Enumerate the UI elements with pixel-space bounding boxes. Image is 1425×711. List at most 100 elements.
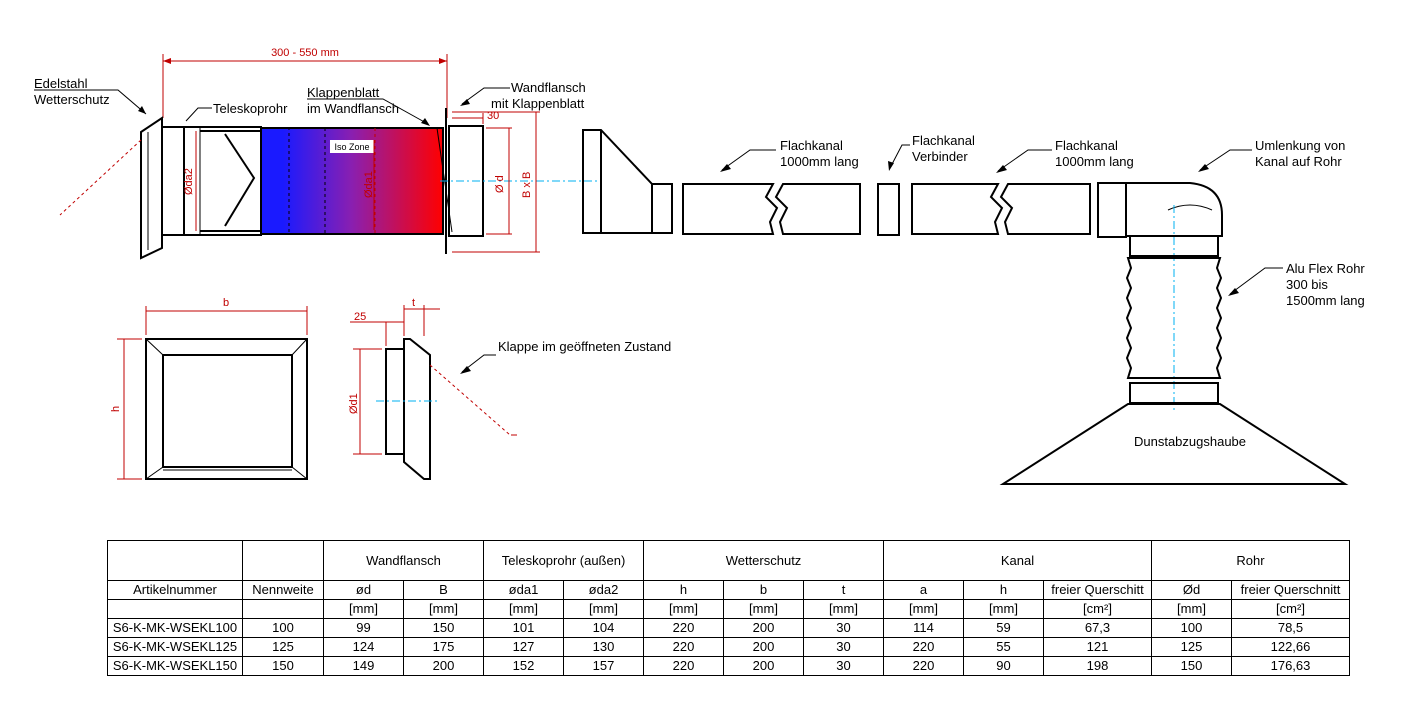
table-cell: 122,66 [1231, 637, 1350, 657]
table-cell: 90 [963, 656, 1044, 676]
table-cell: 30 [803, 618, 884, 638]
table-cell: S6-K-MK-WSEKL125 [107, 637, 243, 657]
leader-umlenkung [1199, 149, 1252, 171]
table-cell: 200 [403, 656, 484, 676]
duct-installation-diagram: 300 - 550 mm Edelstahl Wetterschutz Øda2… [34, 47, 1365, 485]
label-flachkanal-1: Flachkanal [780, 138, 843, 153]
label-flex-1500: 1500mm lang [1286, 293, 1365, 308]
flat-duct-1 [682, 183, 861, 235]
leader-flachkanal-2 [997, 149, 1052, 172]
table-cell: 200 [723, 656, 804, 676]
label-kanal-auf-rohr: Kanal auf Rohr [1255, 154, 1342, 169]
spec-table: Wandflansch Teleskoprohr (außen) Wetters… [107, 540, 1350, 676]
weather-cap [59, 116, 163, 260]
iso-zone-label: Iso Zone [334, 142, 369, 152]
table-cell: 124 [323, 637, 404, 657]
table-cell: 157 [563, 656, 644, 676]
table-header-cell: ød [323, 580, 404, 600]
table-unit-cell: [cm²] [1231, 599, 1350, 619]
label-1000mm-1: 1000mm lang [780, 154, 859, 169]
extractor-hood [999, 403, 1349, 485]
flap-side-view [350, 305, 517, 480]
dim-d1: Ød1 [348, 393, 360, 414]
table-cell: 125 [1151, 637, 1232, 657]
table-unit-cell: [mm] [883, 599, 964, 619]
table-header-cell: a [883, 580, 964, 600]
table-header-cell: freier Querschitt [1043, 580, 1152, 600]
label-alu-flex: Alu Flex Rohr [1286, 261, 1365, 276]
label-dunstabzugshaube: Dunstabzugshaube [1134, 434, 1246, 449]
table-unit-cell: [mm] [723, 599, 804, 619]
table-cell: 101 [483, 618, 564, 638]
table-unit-cell: [mm] [483, 599, 564, 619]
label-klappe-offen: Klappe im geöffneten Zustand [498, 339, 671, 354]
table-header-cell: øda2 [563, 580, 644, 600]
flat-duct-connector [877, 183, 900, 236]
table-group-wetterschutz: Wetterschutz [643, 540, 884, 581]
label-1000mm-2: 1000mm lang [1055, 154, 1134, 169]
leader-wetterschutz [34, 89, 147, 115]
label-flex-300: 300 bis [1286, 277, 1328, 292]
table-cell: 220 [883, 656, 964, 676]
table-header-cell: Artikelnummer [107, 580, 243, 600]
table-group-wandflansch: Wandflansch [323, 540, 484, 581]
table-header-cell: b [723, 580, 804, 600]
table-unit-cell: [mm] [403, 599, 484, 619]
table-cell: 150 [403, 618, 484, 638]
label-im-wandflansch: im Wandflansch [307, 101, 399, 116]
table-header-cell: h [963, 580, 1044, 600]
table-unit-cell [107, 599, 243, 619]
dim-30: 30 [487, 110, 499, 122]
table-cell: 100 [1151, 618, 1232, 638]
table-cell: 220 [883, 637, 964, 657]
dim-25: 25 [354, 311, 366, 323]
wall-flange [436, 108, 598, 254]
label-verbinder: Verbinder [912, 149, 968, 164]
table-cell: 30 [803, 637, 884, 657]
table-cell: 200 [723, 618, 804, 638]
telescopic-tube [161, 126, 262, 236]
dim-t: t [412, 297, 415, 309]
table-cell: 114 [883, 618, 964, 638]
table-cell: 176,63 [1231, 656, 1350, 676]
flat-duct-2 [911, 183, 1091, 235]
label-mit-klappenblatt: mit Klappenblatt [491, 96, 585, 111]
table-group-kanal: Kanal [883, 540, 1152, 581]
label-teleskoprohr: Teleskoprohr [213, 101, 288, 116]
label-flachkanal-2: Flachkanal [1055, 138, 1118, 153]
leader-klappenblatt [307, 98, 429, 125]
table-group-teleskoprohr: Teleskoprohr (außen) [483, 540, 644, 581]
leader-flachkanal-1 [721, 149, 776, 171]
label-flachkanal-verb: Flachkanal [912, 133, 975, 148]
table-group-empty-1 [107, 540, 243, 581]
dim-bxb: B x B [521, 172, 533, 198]
table-cell: 78,5 [1231, 618, 1350, 638]
table-group-empty-2 [242, 540, 324, 581]
label-edelstahl: Edelstahl [34, 76, 88, 91]
table-cell: S6-K-MK-WSEKL100 [107, 618, 243, 638]
leader-wandflansch [461, 87, 510, 105]
table-row: S6-K-MK-WSEKL125 125 124 175 127 130 220… [107, 637, 1350, 657]
table-header-cell: t [803, 580, 884, 600]
leader-alu-flex [1229, 267, 1283, 295]
leader-teleskoprohr [185, 107, 212, 122]
table-cell: 104 [563, 618, 644, 638]
label-umlenkung: Umlenkung von [1255, 138, 1345, 153]
table-cell: 150 [1151, 656, 1232, 676]
table-header-row: Artikelnummer Nennweite ød B øda1 øda2 h… [107, 580, 1350, 600]
leader-verbinder [889, 144, 910, 169]
table-row: S6-K-MK-WSEKL100 100 99 150 101 104 220 … [107, 618, 1350, 638]
dim-da2: Øda2 [183, 168, 195, 195]
length-dimension: 300 - 550 mm [162, 47, 448, 118]
table-cell: 200 [723, 637, 804, 657]
table-cell: 55 [963, 637, 1044, 657]
table-cell: 99 [323, 618, 404, 638]
table-cell: 198 [1043, 656, 1152, 676]
table-unit-cell: [mm] [323, 599, 404, 619]
table-cell: 67,3 [1043, 618, 1152, 638]
table-group-row: Wandflansch Teleskoprohr (außen) Wetters… [107, 540, 1350, 581]
table-header-cell: B [403, 580, 484, 600]
table-unit-cell: [cm²] [1043, 599, 1152, 619]
table-cell: 149 [323, 656, 404, 676]
table-cell: 220 [643, 618, 724, 638]
